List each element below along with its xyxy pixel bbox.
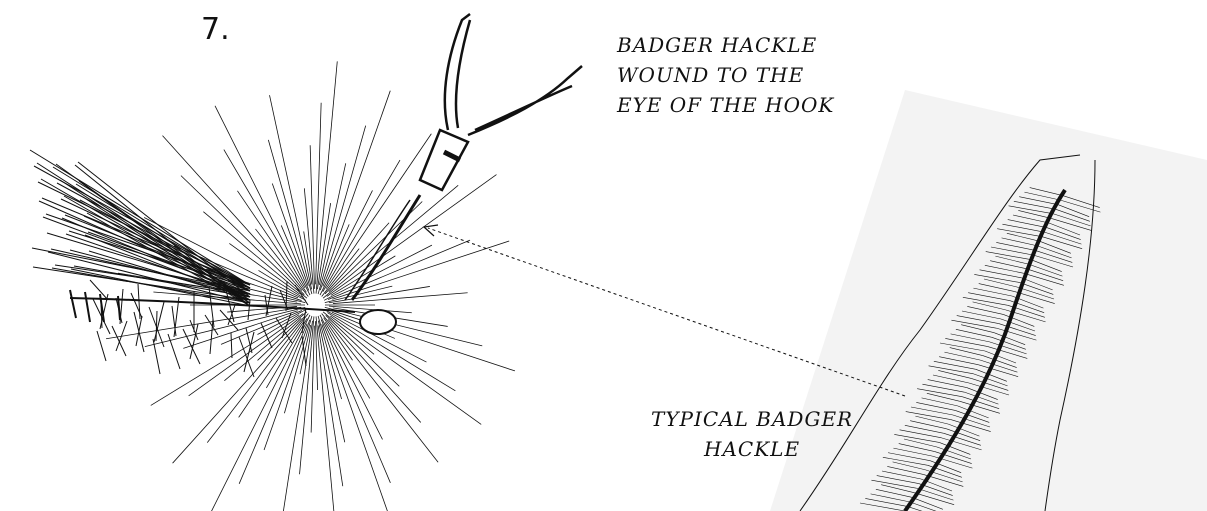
hackle-fiber [283,321,313,511]
pliers-arm-left [445,14,470,130]
hackle-fiber [272,183,308,285]
hackle-fiber [224,150,305,288]
dubbing-fiber [131,293,142,318]
pliers-arm-right [468,66,582,135]
hackle-fiber [327,175,497,297]
hackle-fiber [268,140,312,294]
label-line: EYE OF THE HOOK [617,90,834,120]
hackle-stem-edge [345,200,410,300]
hackle-pliers [420,14,582,190]
hackle-fiber [316,103,322,285]
hackle-fiber [239,324,307,484]
fly-tail [30,150,250,306]
label-hackle-wound: BADGER HACKLE WOUND TO THE EYE OF THE HO… [617,30,834,120]
label-line: TYPICAL BADGER [651,404,853,434]
hook-eye [360,310,396,334]
tail-fiber [41,179,250,300]
dubbing-fiber [231,333,232,358]
hackle-fiber [323,224,349,286]
pliers-jaw [420,130,468,190]
hackle-fiber [239,321,304,417]
hackle-fiber [318,316,341,399]
dubbing-fiber [261,323,272,348]
hackle-fiber [300,316,314,474]
hackle-fiber [145,307,305,346]
hackle-fiber [310,145,314,289]
hackle-stem [345,195,420,300]
tail-fiber [65,215,250,288]
hackle-fiber [215,106,310,295]
label-line: BADGER HACKLE [617,30,834,60]
dubbing-fiber [97,331,106,361]
hackle-fiber [322,314,438,463]
hackle-fiber [325,322,370,398]
dubbing-fiber [183,329,200,364]
dubbing-fiber [153,339,160,374]
label-line: HACKLE [651,434,853,464]
label-line: WOUND TO THE [617,60,834,90]
hackle-fiber [328,309,514,370]
pointer-arrowhead [424,225,438,236]
dubbing-fiber [138,284,140,319]
hackle-fiber [325,307,482,345]
hackle-fiber [328,240,470,299]
dubbing-fiber [154,302,164,342]
dubbing-fiber [172,306,176,336]
dubbing-fiber [244,332,254,372]
fly-body [90,280,308,377]
hackle-fiber [207,314,308,443]
hook-bend-detail [70,290,120,322]
step-number: 7. [201,12,230,47]
dubbing-fiber [90,280,108,300]
label-typical-hackle: TYPICAL BADGER HACKLE [651,404,853,464]
hackle-fiber [319,163,345,285]
fly-hackle-fibers [106,61,515,511]
dubbing-fiber [134,312,144,352]
dubbing-fiber [174,297,179,337]
hackle-fiber [270,95,312,289]
hackle-fiber [317,203,330,289]
